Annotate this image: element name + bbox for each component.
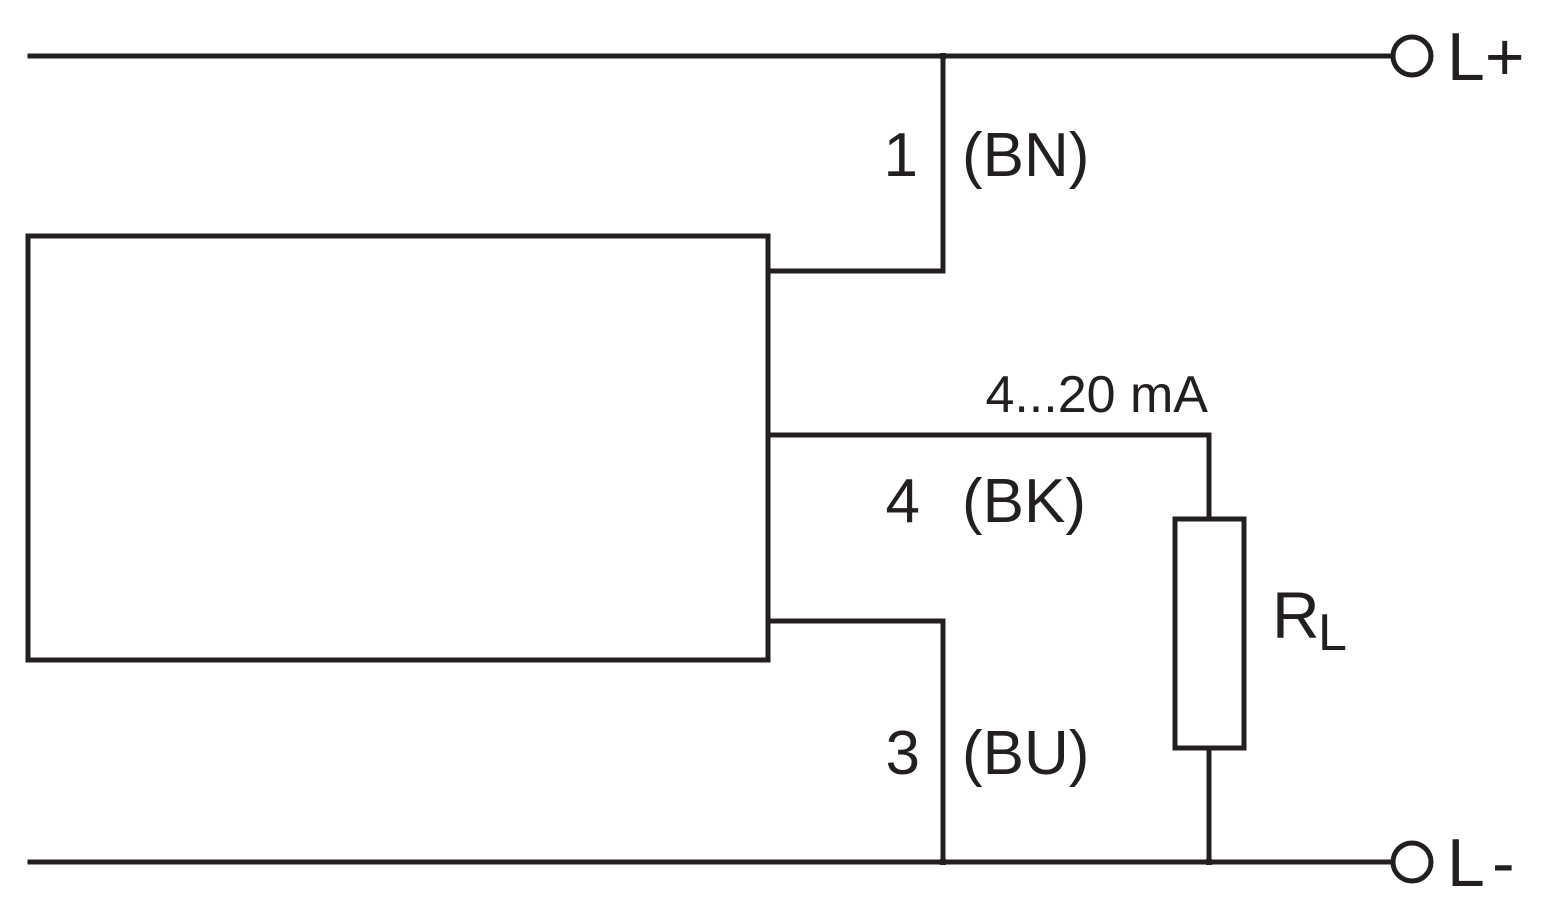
pin-3-number: 3 [886, 719, 920, 788]
pin-1-number: 1 [884, 121, 918, 190]
wire-black [767, 432, 1212, 522]
terminal-positive [1390, 34, 1434, 78]
wire-brown [767, 53, 946, 274]
junction-negative-resistor [1206, 859, 1212, 865]
sensor-body [25, 233, 771, 663]
pin-3-color-code: (BU) [962, 719, 1089, 788]
junction-negative-pin3 [940, 859, 946, 865]
terminal-positive-label: L+ [1447, 19, 1525, 95]
junction-positive [940, 53, 946, 59]
wire-blue [767, 618, 946, 865]
load-resistor-symbol: R [1272, 578, 1320, 652]
pin-1-color-code: (BN) [962, 121, 1089, 190]
pin-4-number: 4 [886, 467, 920, 536]
terminal-negative [1390, 840, 1434, 884]
output-current-label: 4...20 mA [985, 366, 1208, 424]
pin-4-color-code: (BK) [962, 467, 1086, 536]
terminal-negative-label: L [1447, 825, 1485, 901]
load-resistor [1172, 516, 1247, 751]
terminal-negative-sign: - [1492, 825, 1515, 901]
load-resistor-subscript: L [1318, 604, 1347, 662]
